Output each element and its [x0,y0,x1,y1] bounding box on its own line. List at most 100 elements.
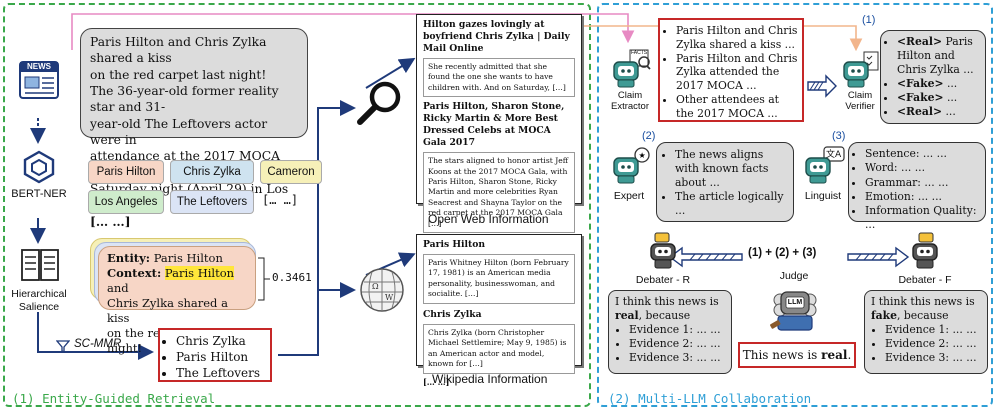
hatched-arrow-right [847,246,910,268]
retrieved-entity: Chris Zylka [176,333,270,349]
bert-ner-label: BERT-NER [11,188,67,200]
news-line: on the red carpet last night! [90,67,267,82]
argument-intro: I think this news is [871,295,975,308]
claim-verifier-robot-icon [838,50,882,88]
context-text: Chris Zylka shared a kiss [107,295,228,325]
context-text: and [107,280,129,295]
verdict-prefix: This news is [742,348,822,362]
claim-verifier-label: Claim Verifier [834,90,886,112]
extracted-claim: Other attendees at the 2017 MOCA ... [676,93,798,121]
expert-robot-icon: ★ [608,146,652,186]
hatched-arrow-to-verifier [807,74,837,98]
multi-llm-collaboration-panel [597,3,993,407]
news-line: Paris Hilton and Chris Zylka shared a ki… [90,35,267,66]
scmmr-label: SC-MMR [74,338,122,350]
news-article-box: Paris Hilton and Chris Zylka shared a ki… [80,28,308,229]
entity-chip: Chris Zylka [170,160,254,184]
judge-badge: LLM [787,299,803,306]
entity-chip: Paris Hilton [88,160,164,184]
entity-chip: Los Angeles [88,190,164,214]
salience-score: 0.3461 [272,271,312,284]
filter-icon [55,338,71,354]
bert-ner-icon [22,150,56,184]
evidence-item: Evidence 2: ... ... [629,337,725,351]
verdict-tag: <Real> [897,35,943,48]
svg-text:Ω: Ω [372,282,379,291]
step-number-1: (1) [862,14,876,26]
debater-f-argument: I think this news is fake, because Evide… [864,290,988,374]
news-line: year-old The Leftovers actor were in [90,116,268,148]
linguist-point: Word: ... ... [865,161,983,175]
linguist-robot-icon: 文A [800,146,846,186]
search-magnifier-icon [357,81,401,125]
context-card: Entity: Paris Hilton Context: Paris Hilt… [98,246,256,355]
linguist-bubble: Sentence: ... ... Word: ... ... Grammar:… [848,142,986,231]
evidence-item: Evidence 2: ... ... [885,337,981,351]
verifier-label-line: Verifier [845,101,875,112]
expert-point: The article logically ... [675,190,789,218]
argument-intro: , because [638,309,691,323]
debater-r-argument: I think this news is real, because Evide… [608,290,732,374]
news-icon: NEWS [16,58,62,102]
argument-verdict-fake: fake [871,309,897,323]
debater-r-label: Debater - R [635,274,691,286]
argument-verdict-real: real [615,309,639,323]
claim-extractor-robot-icon: FACTS [608,48,652,88]
wikipedia-globe-icon: Ω W [360,268,404,312]
verifier-label-line: Claim [847,90,873,101]
panel-label-retrieval: (1) Entity-Guided Retrieval [12,391,216,406]
verifier-result: <Fake> ... [897,77,981,91]
claim-extractor-label: Claim Extractor [604,90,656,112]
web-result-snippet: The stars aligned to honor artist Jeff K… [423,152,575,234]
linguist-point: Emotion: ... ... [865,190,983,204]
debate-formula: (1) + (2) + (3) [748,247,817,259]
context-field-label: Context: [107,265,162,280]
retrieved-entities-box: Chris Zylka Paris Hilton The Leftovers [158,328,272,382]
evidence-item: Evidence 1: ... ... [629,323,725,337]
evidence-item: Evidence 1: ... ... [885,323,981,337]
debater-f-label: Debater - F [898,274,952,286]
retrieved-entity: Paris Hilton [176,349,270,365]
verdict-text: ... [942,105,956,119]
verdict-text: ... [943,77,958,91]
extractor-label-line: Extractor [610,101,649,112]
wiki-result-snippet: Paris Whitney Hilton (born February 17, … [423,253,575,304]
entity-field-label: Entity: [107,251,151,265]
step-number-3: (3) [832,130,846,142]
wikipedia-card: Paris Hilton Paris Whitney Hilton (born … [416,234,582,387]
verdict-tag: <Real> [897,105,943,119]
salience-label-line: Hierarchical [11,288,67,300]
entity-guided-retrieval-panel [3,3,591,407]
extracted-claims-box: Paris Hilton and Chris Zylka shared a ki… [658,18,804,122]
context-highlight: Paris Hilton [164,265,235,280]
evidence-item: Evidence 3: ... ... [885,351,981,365]
extracted-claim: Paris Hilton and Chris Zylka attended th… [676,52,798,93]
salience-label-line: Salience [18,301,60,313]
document-list-icon [20,248,60,284]
argument-intro: I think this news is [615,295,719,308]
linguist-point: Grammar: ... ... [865,176,983,190]
web-result-title: Paris Hilton, Sharon Stone, Ricky Martin… [423,101,565,149]
verdict-tag: <Fake> [897,91,944,105]
retrieved-entity: The Leftovers [176,365,270,381]
argument-intro: , because [897,309,949,323]
wiki-result-title: Paris Hilton [423,239,486,250]
verdict-suffix: . [847,348,852,362]
verifier-result: <Real> ... [897,105,981,119]
judge-label: Judge [779,270,809,282]
step-number-2: (2) [642,130,656,142]
web-result-snippet: She recently admitted that she found the… [423,57,575,98]
wiki-result-snippet: Chris Zylka (born Christopher Michael Se… [423,323,575,374]
final-verdict-box: This news is real. [738,342,856,368]
news-line: The 36-year-old former reality star and … [90,84,279,115]
extracted-claim: Paris Hilton and Chris Zylka shared a ki… [676,24,798,52]
expert-point: The news aligns with known facts about .… [675,148,789,190]
entity-chip: The Leftovers [170,190,254,214]
evidence-item: Evidence 3: ... ... [629,351,725,365]
news-icon-text: NEWS [27,62,51,71]
hierarchical-salience-label: Hierarchical Salience [4,288,74,314]
debater-r-robot-icon [646,232,680,270]
open-web-card: Hilton gazes lovingly at boyfriend Chris… [416,14,582,245]
translate-bubble-text: 文A [826,150,842,160]
